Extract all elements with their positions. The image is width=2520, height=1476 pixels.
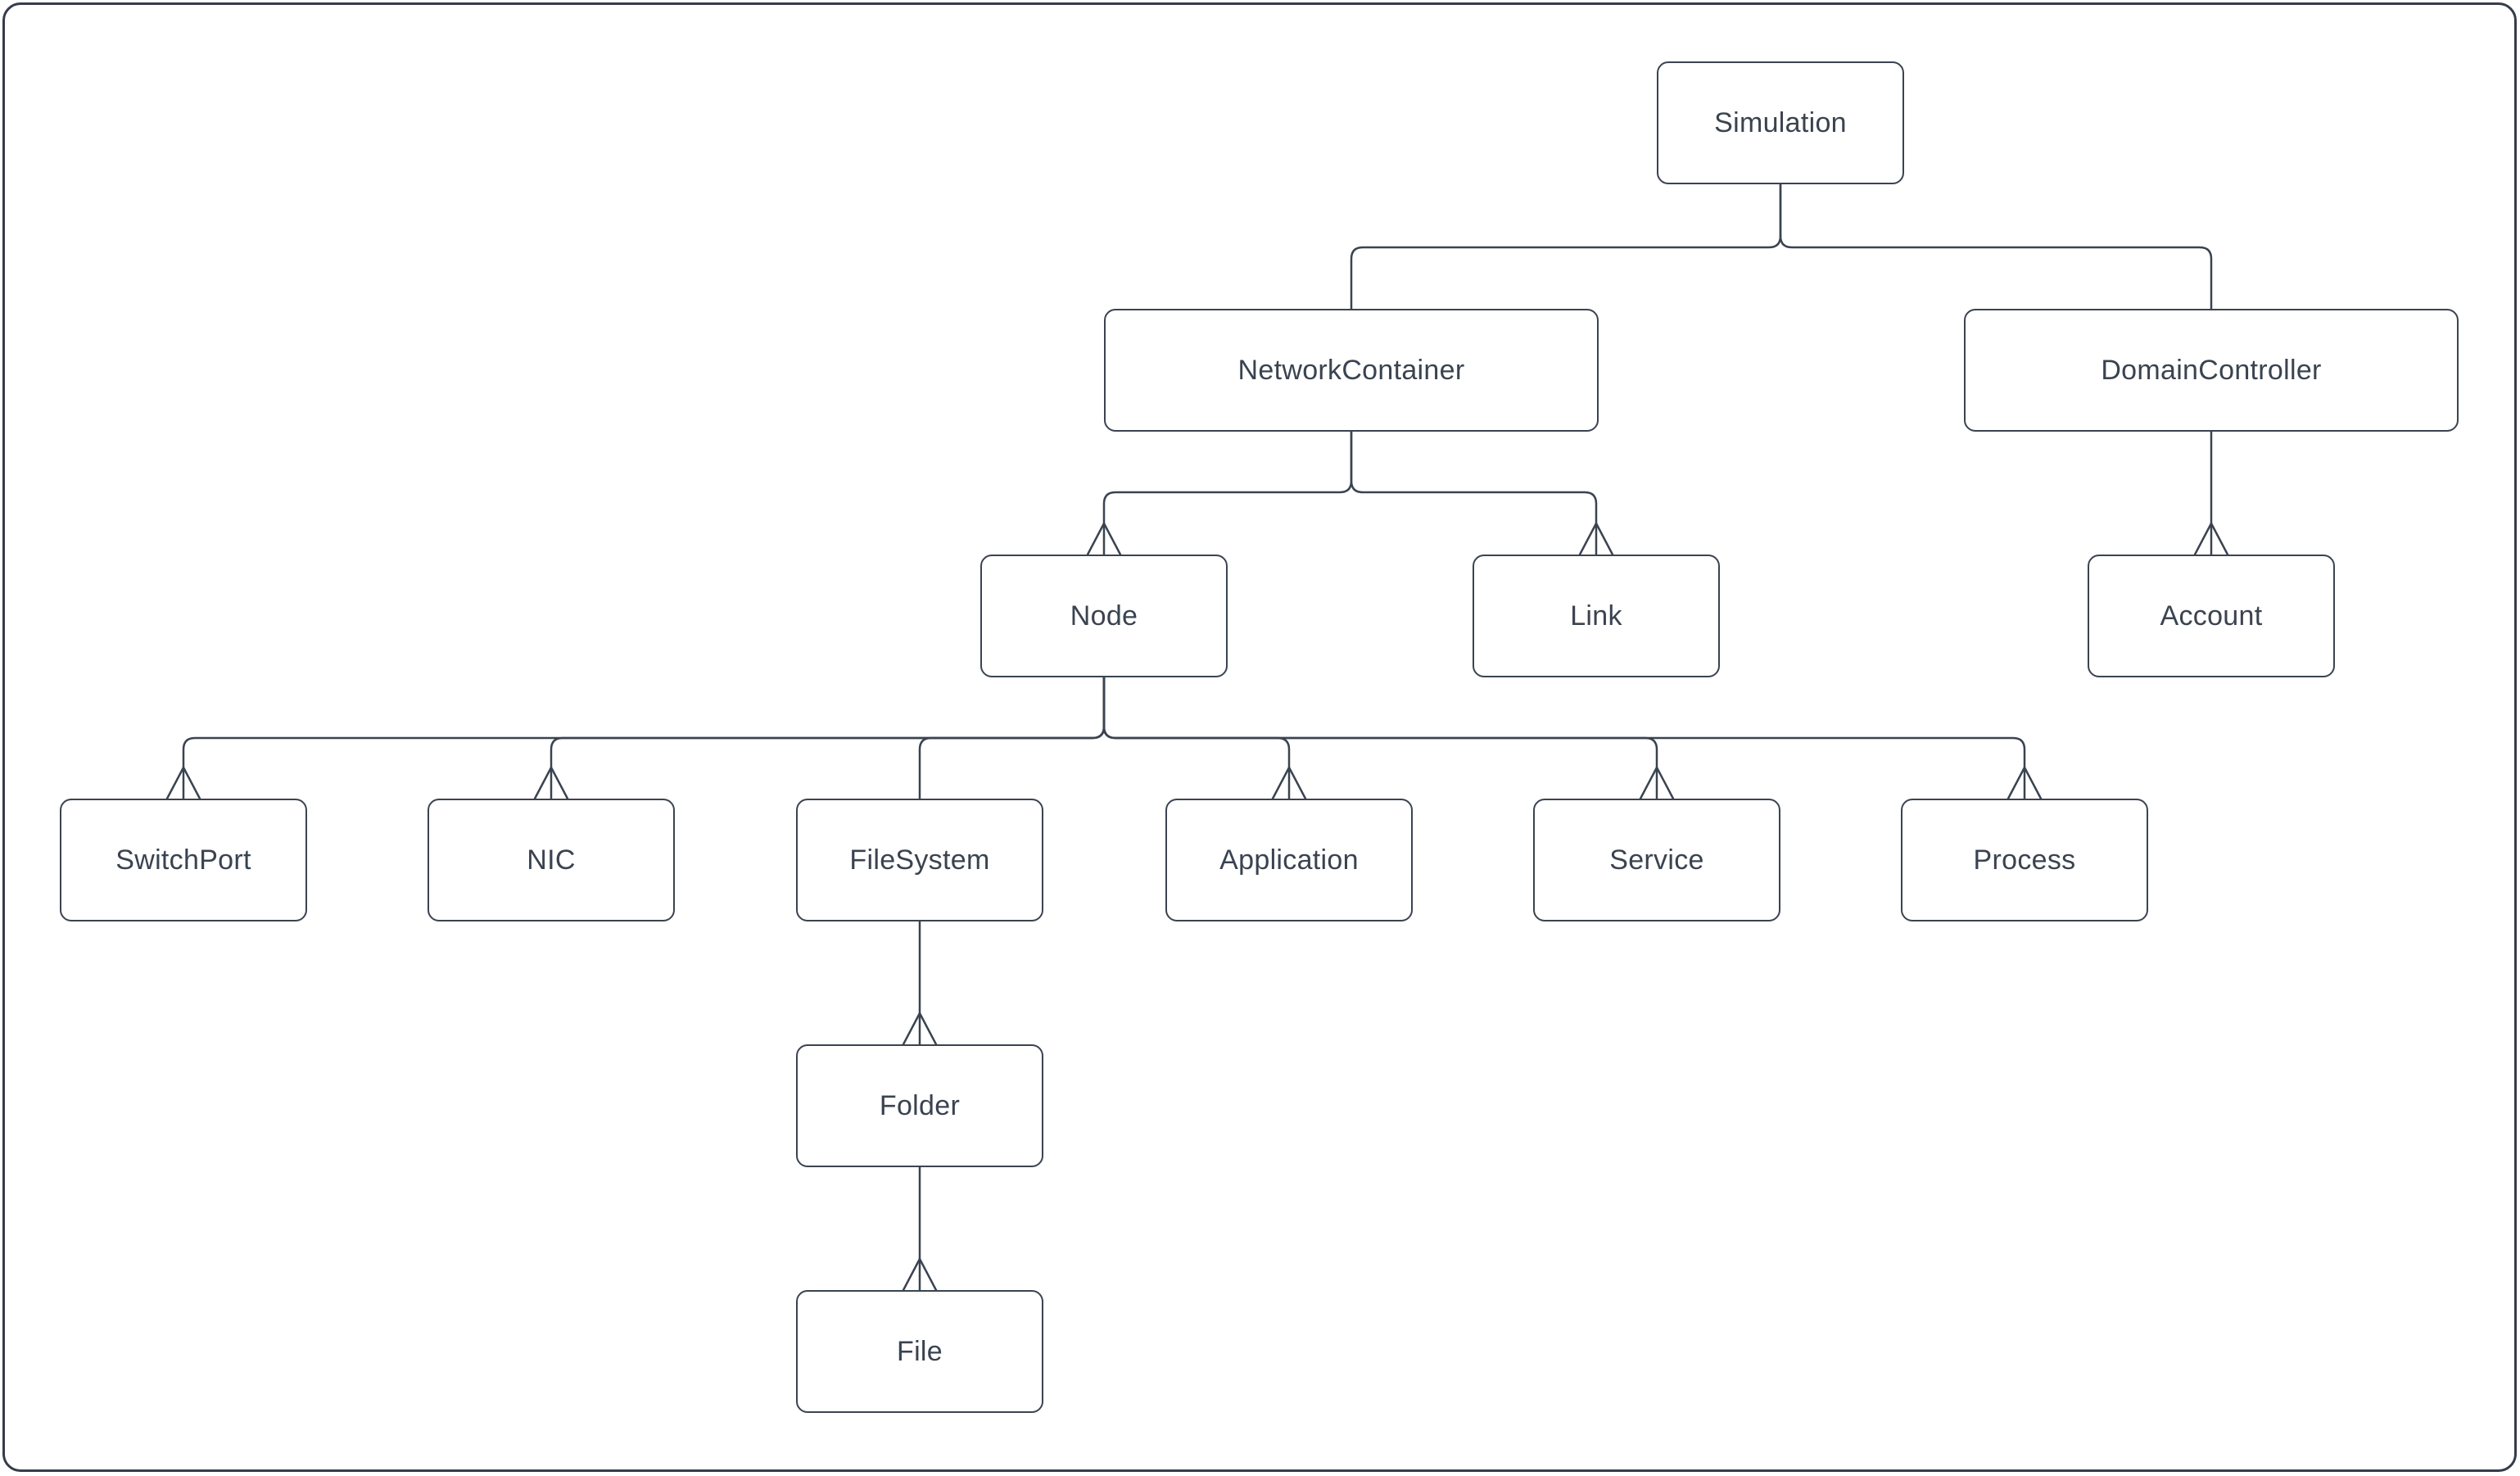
diagram-node-file[interactable]: File xyxy=(796,1290,1043,1413)
edge-network-container-to-node xyxy=(1102,430,1353,556)
node-label: FileSystem xyxy=(849,844,990,876)
node-label: Service xyxy=(1609,844,1704,876)
node-label: File xyxy=(897,1335,943,1367)
diagram-node-nic[interactable]: NIC xyxy=(428,799,675,921)
node-label: SwitchPort xyxy=(115,844,251,876)
node-label: NIC xyxy=(527,844,576,876)
edge-node-to-file-system xyxy=(918,676,1106,800)
diagram-node-simulation[interactable]: Simulation xyxy=(1657,61,1904,184)
crow-foot-service xyxy=(1639,766,1675,800)
crow-foot-account xyxy=(2193,522,2229,556)
edge-node-to-process xyxy=(1102,676,2026,800)
diagram-node-folder[interactable]: Folder xyxy=(796,1044,1043,1167)
crow-foot-folder xyxy=(902,1012,938,1046)
edge-network-container-to-link xyxy=(1350,430,1598,556)
node-label: Node xyxy=(1070,600,1138,632)
diagram-node-node[interactable]: Node xyxy=(980,555,1228,677)
node-label: Account xyxy=(2160,600,2263,632)
crow-foot-node xyxy=(1086,522,1122,556)
node-label: Process xyxy=(1973,844,2076,876)
diagram-node-switch-port[interactable]: SwitchPort xyxy=(60,799,307,921)
crow-foot-nic xyxy=(533,766,569,800)
node-label: DomainController xyxy=(2101,354,2322,386)
diagram-node-application[interactable]: Application xyxy=(1165,799,1413,921)
diagram-node-file-system[interactable]: FileSystem xyxy=(796,799,1043,921)
diagram-node-account[interactable]: Account xyxy=(2088,555,2335,677)
node-label: Link xyxy=(1570,600,1622,632)
crow-foot-process xyxy=(2006,766,2043,800)
edge-simulation-to-domain-controller xyxy=(1779,183,2213,310)
crow-foot-link xyxy=(1578,522,1614,556)
crow-foot-application xyxy=(1271,766,1307,800)
diagram-node-domain-controller[interactable]: DomainController xyxy=(1964,309,2459,432)
diagram-node-process[interactable]: Process xyxy=(1901,799,2148,921)
node-label: Simulation xyxy=(1714,106,1847,138)
diagram-node-service[interactable]: Service xyxy=(1533,799,1780,921)
crow-foot-switch-port xyxy=(165,766,201,800)
edge-simulation-to-network-container xyxy=(1350,183,1782,310)
diagram-node-link[interactable]: Link xyxy=(1473,555,1720,677)
crow-foot-file xyxy=(902,1257,938,1292)
diagram-node-network-container[interactable]: NetworkContainer xyxy=(1104,309,1599,432)
node-label: Application xyxy=(1219,844,1359,876)
node-label: NetworkContainer xyxy=(1237,354,1465,386)
node-label: Folder xyxy=(879,1089,961,1121)
